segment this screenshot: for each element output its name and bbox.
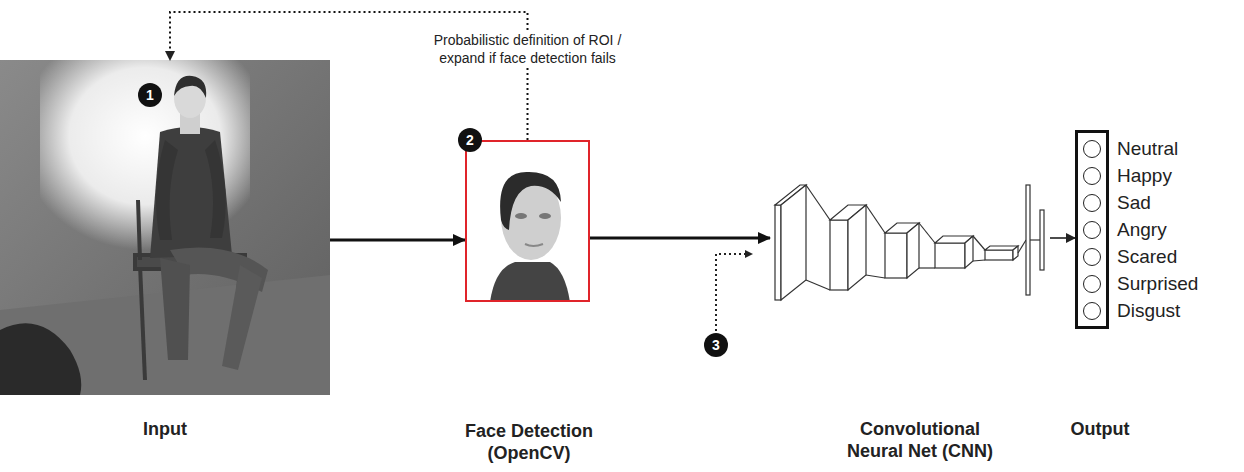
neuron-row <box>1083 216 1101 243</box>
face-crop <box>465 140 590 302</box>
woman-figure <box>150 76 268 370</box>
class-list: NeutralHappySadAngryScaredSurprisedDisgu… <box>1109 130 1198 329</box>
stage-caption: Face Detection (OpenCV) <box>454 420 604 464</box>
neuron-row <box>1083 270 1101 297</box>
neuron-circle <box>1083 194 1101 212</box>
wall <box>0 60 330 395</box>
output-layer: OutputNeutralHappySadAngryScaredSurprise… <box>1075 130 1198 329</box>
foreground-head <box>0 323 81 395</box>
input-image: Input <box>0 60 330 395</box>
hair <box>500 172 561 230</box>
neuron-circle <box>1083 275 1101 293</box>
neuron-row <box>1083 297 1101 324</box>
flow-arrow <box>330 239 465 242</box>
output-neurons <box>1075 130 1109 329</box>
class-label: Happy <box>1117 162 1198 189</box>
neuron-circle <box>1083 302 1101 320</box>
class-label: Surprised <box>1117 270 1198 297</box>
cnn-layers <box>770 175 1050 305</box>
spotlight <box>40 60 250 250</box>
neuron-row <box>1083 189 1101 216</box>
callout-number: 1 <box>138 83 162 107</box>
cnn-block: Convolutional Neural Net (CNN) <box>770 175 1050 305</box>
flow-arrow <box>1050 237 1075 239</box>
neuron-circle <box>1083 248 1101 266</box>
neuron-circle <box>1083 167 1101 185</box>
neuron-circle <box>1083 221 1101 239</box>
callout-number: 3 <box>704 333 728 357</box>
stage-caption: Input <box>105 418 225 440</box>
class-label: Scared <box>1117 243 1198 270</box>
edge-label: Probabilistic definition of ROI / expand… <box>411 30 645 68</box>
input-photo <box>0 60 330 395</box>
class-label: Neutral <box>1117 135 1198 162</box>
class-label: Disgust <box>1117 297 1198 324</box>
shoulder <box>490 262 570 302</box>
neuron-row <box>1083 135 1101 162</box>
neuron-row <box>1083 243 1101 270</box>
face-box: Face Detection (OpenCV) <box>465 140 590 302</box>
flow-arrow <box>590 237 770 240</box>
class-label: Sad <box>1117 189 1198 216</box>
class-label: Angry <box>1117 216 1198 243</box>
neuron-row <box>1083 162 1101 189</box>
stage-caption: Output <box>1050 418 1150 440</box>
stage-caption: Convolutional Neural Net (CNN) <box>840 418 1000 462</box>
neuron-circle <box>1083 140 1101 158</box>
callout-number: 2 <box>458 128 482 152</box>
